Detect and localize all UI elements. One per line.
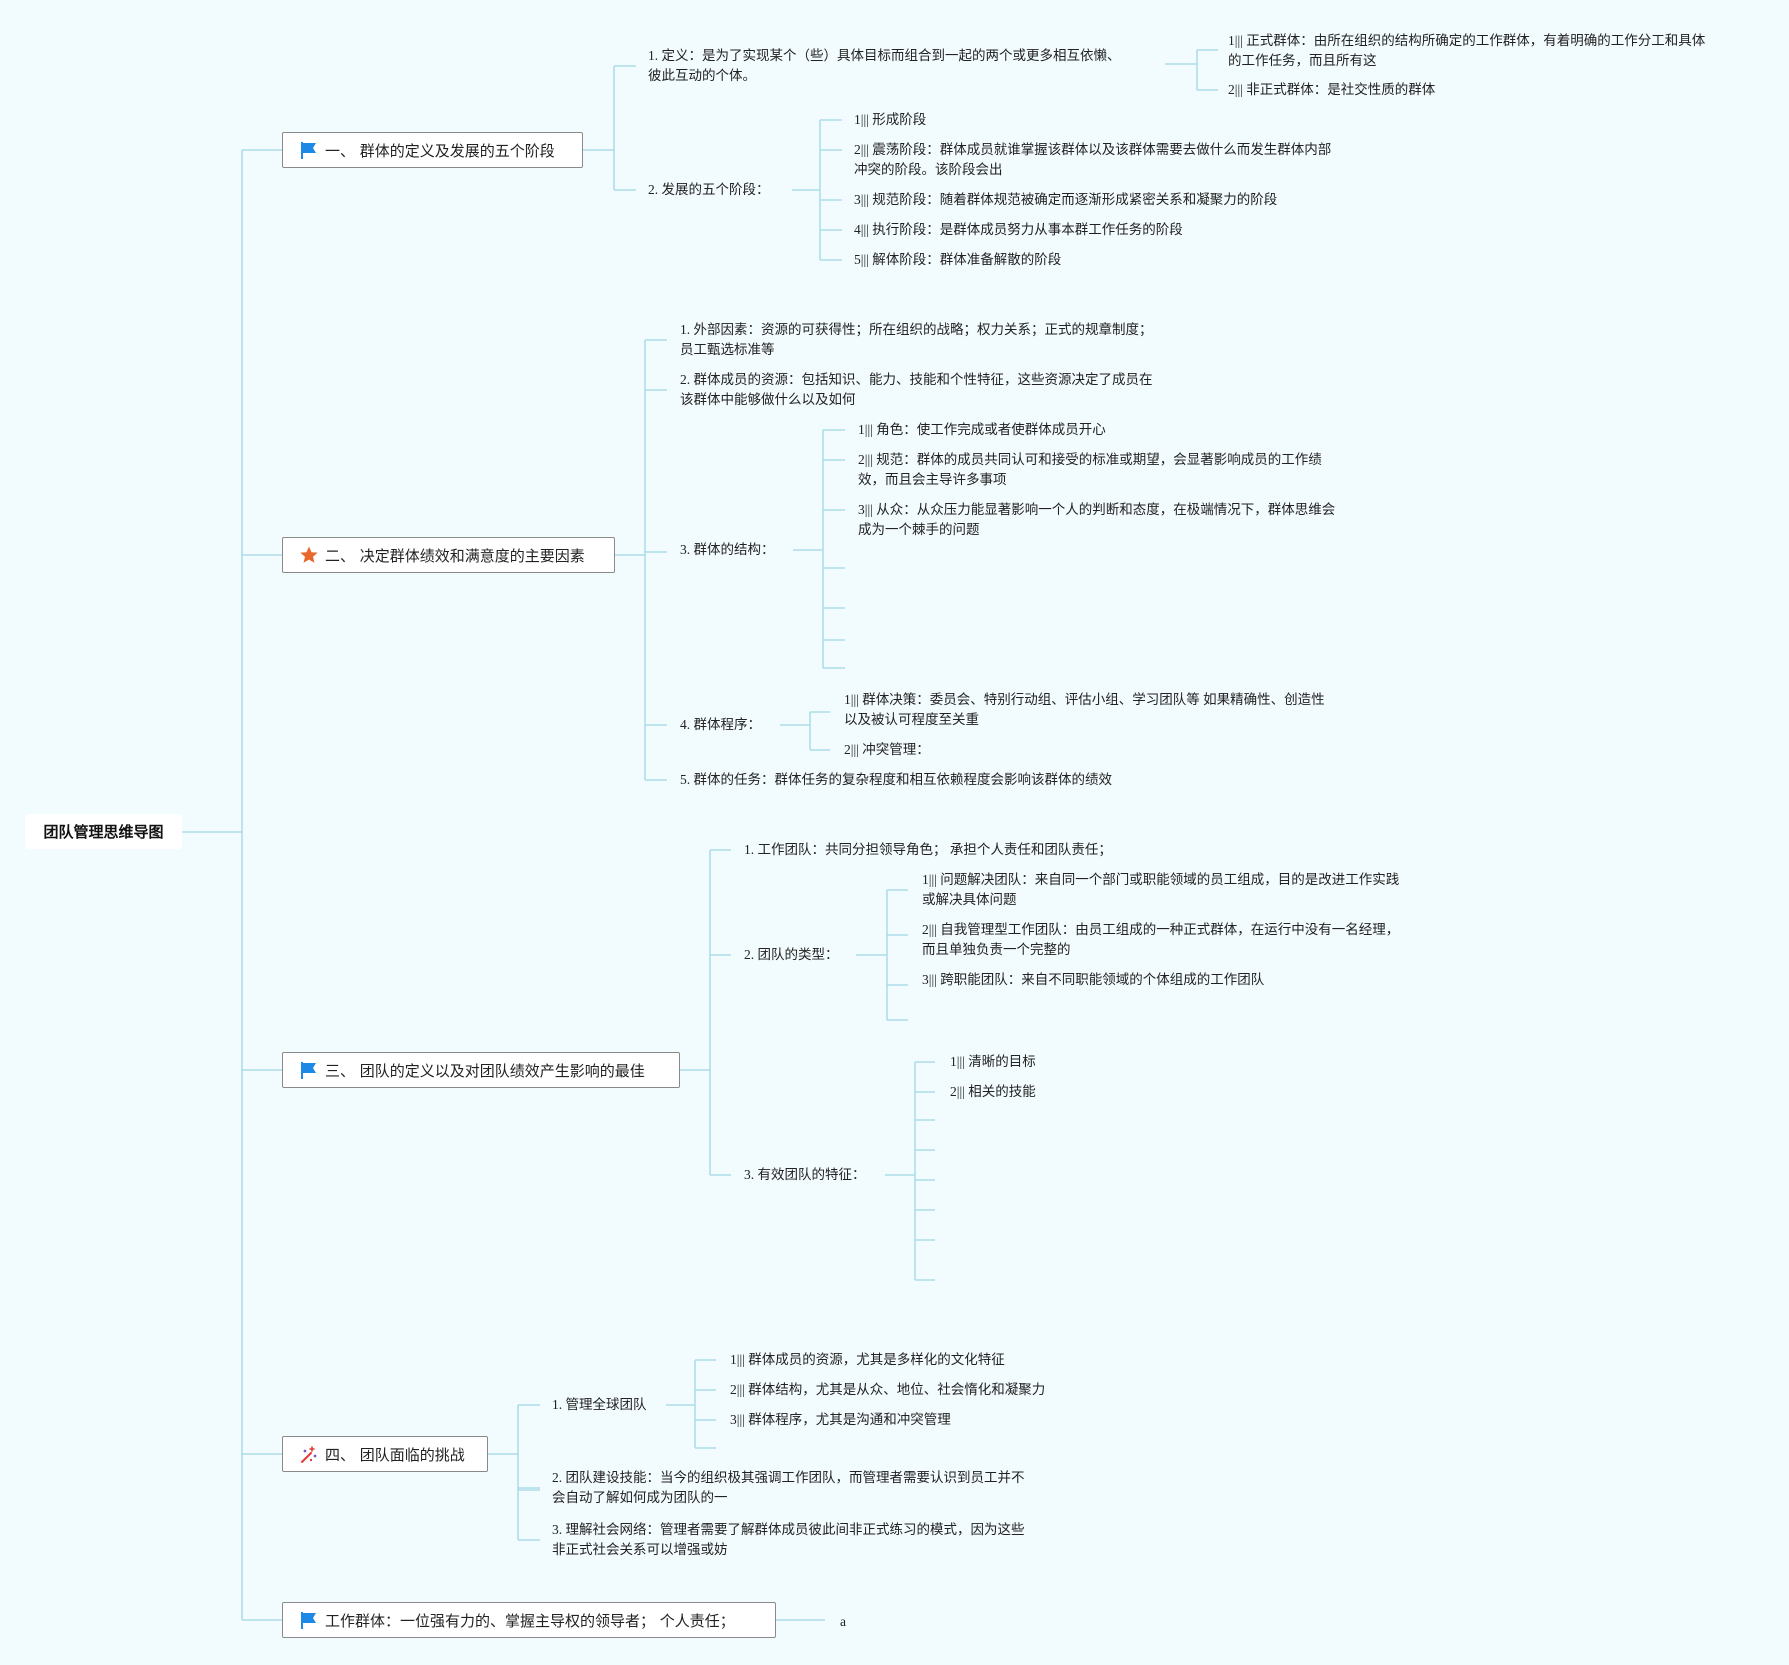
text-line: 1||| 正式群体：由所在组织的结构所确定的工作群体，有着明确的工作分工和具体 [1228,33,1706,48]
text-line: 1||| 问题解决团队：来自同一个部门或职能领域的员工组成，目的是改进工作实践 [922,872,1400,887]
text-line: 1. 外部因素：资源的可获得性；所在组织的战略；权力关系；正式的规章制度； [680,322,1153,337]
b2-external-factors-node[interactable]: 1. 外部因素：资源的可获得性；所在组织的战略；权力关系；正式的规章制度； 员工… [680,320,1153,360]
text-line: 2||| 群体结构，尤其是从众、地位、社会惰化和凝聚力 [730,1382,1046,1397]
b4-group-process-node[interactable]: 3||| 群体程序，尤其是沟通和冲突管理 [730,1410,951,1430]
branch-4-label: 四、 团队面临的挑战 [325,1445,465,1464]
text-line: 1. 定义：是为了实现某个（些）具体目标而组合到一起的两个或更多相互依懒、 [648,48,1121,63]
text-line: a [840,1614,846,1629]
b3-clear-goals-node[interactable]: 1||| 清晰的目标 [950,1052,1036,1072]
b5-child-node[interactable]: a [840,1612,846,1632]
text-line: 3. 群体的结构： [680,542,775,557]
b1-stage-2-node[interactable]: 2||| 震荡阶段：群体成员就谁掌握该群体以及该群体需要去做什么而发生群体内部 … [854,140,1331,180]
b2-conformity-node[interactable]: 3||| 从众：从众压力能显著影响一个人的判断和态度，在极端情况下，群体思维会 … [858,500,1335,540]
text-line: 2||| 非正式群体：是社交性质的群体 [1228,82,1436,97]
text-line: 1||| 角色：使工作完成或者使群体成员开心 [858,422,1106,437]
branch-5-label: 工作群体：一位强有力的、掌握主导权的领导者； 个人责任； [325,1611,735,1630]
text-line: 的工作任务，而且所有这 [1228,53,1377,68]
text-line: 1. 管理全球团队 [552,1397,647,1412]
branch-2-node[interactable]: 二、 决定群体绩效和满意度的主要因素 [282,537,615,573]
text-line: 成为一个棘手的问题 [858,522,980,537]
b3-self-managed-node[interactable]: 2||| 自我管理型工作团队：由员工组成的一种正式群体，在运行中没有一名经理， … [922,920,1399,960]
b2-norms-node[interactable]: 2||| 规范：群体的成员共同认可和接受的标准或期望，会显著影响成员的工作绩 效… [858,450,1322,490]
b2-role-node[interactable]: 1||| 角色：使工作完成或者使群体成员开心 [858,420,1106,440]
b2-group-decision-node[interactable]: 1||| 群体决策：委员会、特别行动组、评估小组、学习团队等 如果精确性、创造性… [844,690,1325,730]
b1-formal-group-node[interactable]: 1||| 正式群体：由所在组织的结构所确定的工作群体，有着明确的工作分工和具体 … [1228,31,1705,71]
b4-group-structure-node[interactable]: 2||| 群体结构，尤其是从众、地位、社会惰化和凝聚力 [730,1380,1045,1400]
star-icon [300,546,318,563]
text-line: 1||| 群体成员的资源，尤其是多样化的文化特征 [730,1352,1005,1367]
flag-icon [301,1062,316,1079]
text-line: 1||| 清晰的目标 [950,1054,1036,1069]
text-line: 2||| 自我管理型工作团队：由员工组成的一种正式群体，在运行中没有一名经理， [922,922,1400,937]
branch-2-label: 二、 决定群体绩效和满意度的主要因素 [325,546,585,565]
text-line: 2||| 震荡阶段：群体成员就谁掌握该群体以及该群体需要去做什么而发生群体内部 [854,142,1332,157]
text-line: 3||| 规范阶段：随着群体规范被确定而逐渐形成紧密关系和凝聚力的阶段 [854,192,1278,207]
b1-stage-3-node[interactable]: 3||| 规范阶段：随着群体规范被确定而逐渐形成紧密关系和凝聚力的阶段 [854,190,1277,210]
b3-cross-functional-node[interactable]: 3||| 跨职能团队：来自不同职能领域的个体组成的工作团队 [922,970,1264,990]
text-line: 3||| 从众：从众压力能显著影响一个人的判断和态度，在极端情况下，群体思维会 [858,502,1336,517]
b1-stage-4-node[interactable]: 4||| 执行阶段：是群体成员努力从事本群工作任务的阶段 [854,220,1183,240]
b3-work-team-node[interactable]: 1. 工作团队：共同分担领导角色； 承担个人责任和团队责任； [744,840,1112,860]
text-line: 3. 理解社会网络：管理者需要了解群体成员彼此间非正式练习的模式，因为这些 [552,1522,1025,1537]
text-line: 非正式社会关系可以增强或妨 [552,1542,728,1557]
flag-icon [301,1612,316,1629]
text-line: 而且单独负责一个完整的 [922,942,1071,957]
text-line: 2. 发展的五个阶段： [648,182,770,197]
b1-stage-1-node[interactable]: 1||| 形成阶段 [854,110,926,130]
text-line: 1||| 群体决策：委员会、特别行动组、评估小组、学习团队等 如果精确性、创造性 [844,692,1325,707]
text-line: 3. 有效团队的特征： [744,1167,866,1182]
branch-connectors [182,49,1218,1621]
b4-team-building-node[interactable]: 2. 团队建设技能：当今的组织极其强调工作团队，而管理者需要认识到员工并不 会自… [552,1468,1025,1508]
text-line: 效，而且会主导许多事项 [858,472,1007,487]
text-line: 以及被认可程度至关重 [844,712,979,727]
text-line: 5. 群体的任务：群体任务的复杂程度和相互依赖程度会影响该群体的绩效 [680,772,1112,787]
flag-icon [301,142,316,159]
branch-4-node[interactable]: 四、 团队面临的挑战 [282,1436,488,1472]
text-line: 2. 群体成员的资源：包括知识、能力、技能和个性特征，这些资源决定了成员在 [680,372,1153,387]
text-line: 2||| 相关的技能 [950,1084,1036,1099]
b3-problem-solving-node[interactable]: 1||| 问题解决团队：来自同一个部门或职能领域的员工组成，目的是改进工作实践 … [922,870,1399,910]
b2-structure-node[interactable]: 3. 群体的结构： [680,540,775,560]
root-label: 团队管理思维导图 [43,823,164,841]
text-line: 2. 团队的类型： [744,947,839,962]
text-line: 2||| 规范：群体的成员共同认可和接受的标准或期望，会显著影响成员的工作绩 [858,452,1322,467]
b1-stage-5-node[interactable]: 5||| 解体阶段：群体准备解散的阶段 [854,250,1061,270]
text-line: 2||| 冲突管理： [844,742,930,757]
branch-1-node[interactable]: 一、 群体的定义及发展的五个阶段 [282,132,583,168]
branch-3-label: 三、 团队的定义以及对团队绩效产生影响的最佳 [325,1061,645,1080]
text-line: 1. 工作团队：共同分担领导角色； 承担个人责任和团队责任； [744,842,1112,857]
b4-social-network-node[interactable]: 3. 理解社会网络：管理者需要了解群体成员彼此间非正式练习的模式，因为这些 非正… [552,1520,1025,1560]
text-line: 3||| 跨职能团队：来自不同职能领域的个体组成的工作团队 [922,972,1265,987]
text-line: 员工甄选标准等 [680,342,775,357]
b2-process-node[interactable]: 4. 群体程序： [680,715,761,735]
b1-definition-node[interactable]: 1. 定义：是为了实现某个（些）具体目标而组合到一起的两个或更多相互依懒、 彼此… [648,46,1121,86]
branch-1-label: 一、 群体的定义及发展的五个阶段 [325,141,555,160]
b2-conflict-mgmt-node[interactable]: 2||| 冲突管理： [844,740,930,760]
text-line: 该群体中能够做什么以及如何 [680,392,856,407]
text-line: 3||| 群体程序，尤其是沟通和冲突管理 [730,1412,951,1427]
b3-effective-traits-node[interactable]: 3. 有效团队的特征： [744,1165,866,1185]
b1-five-stages-node[interactable]: 2. 发展的五个阶段： [648,180,770,200]
b4-global-teams-node[interactable]: 1. 管理全球团队 [552,1395,647,1415]
b2-member-resources-node[interactable]: 2. 群体成员的资源：包括知识、能力、技能和个性特征，这些资源决定了成员在 该群… [680,370,1153,410]
root-node[interactable]: 团队管理思维导图 [25,814,182,849]
text-line: 1||| 形成阶段 [854,112,927,127]
branch-5-node[interactable]: 工作群体：一位强有力的、掌握主导权的领导者； 个人责任； [282,1602,776,1638]
text-line: 会自动了解如何成为团队的一 [552,1490,728,1505]
b2-task-node[interactable]: 5. 群体的任务：群体任务的复杂程度和相互依赖程度会影响该群体的绩效 [680,770,1112,790]
text-line: 或解决具体问题 [922,892,1017,907]
text-line: 5||| 解体阶段：群体准备解散的阶段 [854,252,1062,267]
b1-informal-group-node[interactable]: 2||| 非正式群体：是社交性质的群体 [1228,80,1435,100]
text-line: 4||| 执行阶段：是群体成员努力从事本群工作任务的阶段 [854,222,1183,237]
text-line: 冲突的阶段。该阶段会出 [854,162,1003,177]
branch-3-node[interactable]: 三、 团队的定义以及对团队绩效产生影响的最佳 [282,1052,680,1088]
b3-relevant-skills-node[interactable]: 2||| 相关的技能 [950,1082,1036,1102]
b3-team-types-node[interactable]: 2. 团队的类型： [744,945,839,965]
text-line: 2. 团队建设技能：当今的组织极其强调工作团队，而管理者需要认识到员工并不 [552,1470,1025,1485]
text-line: 彼此互动的个体。 [648,68,756,83]
sparkle-icon [301,1446,317,1463]
b4-member-resources-node[interactable]: 1||| 群体成员的资源，尤其是多样化的文化特征 [730,1350,1005,1370]
text-line: 4. 群体程序： [680,717,761,732]
